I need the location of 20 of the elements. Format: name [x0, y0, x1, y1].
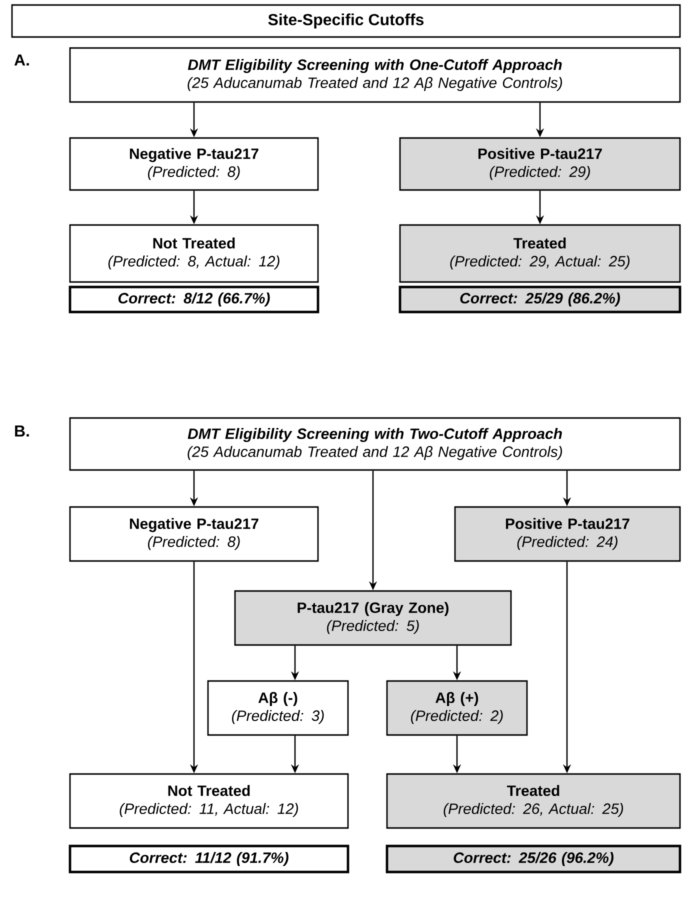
process-box: DMT Eligibility Screening with One-Cutoff Approach (25 Aducanumab Treated and 12 Aβ Negative Controls) [69, 47, 681, 103]
section-label: A. [14, 54, 29, 66]
process-box: Treated (Predicted: 29, Actual: 25) [399, 224, 681, 283]
process-box: Not Treated (Predicted: 11, Actual: 12) [69, 773, 349, 829]
process-box: Negative P-tau217 (Predicted: 8) [69, 137, 319, 191]
process-box: DMT Eligibility Screening with Two-Cutoff Approach (25 Aducanumab Treated and 12 Aβ Negative Controls) [69, 417, 681, 471]
process-box: Aβ (+) (Predicted: 2) [386, 680, 528, 736]
result-box: Correct: 25/26 (96.2%) [386, 844, 682, 874]
process-box: Not Treated (Predicted: 8, Actual: 12) [69, 224, 319, 283]
process-box: P-tau217 (Gray Zone) (Predicted: 5) [234, 590, 512, 646]
section-label: B. [15, 426, 29, 436]
title-box: Site-Specific Cutoffs [11, 4, 681, 38]
result-box: Correct: 11/12 (91.7%) [68, 844, 350, 874]
process-box: Positive P-tau217 (Predicted: 24) [454, 506, 681, 562]
process-box: Negative P-tau217 (Predicted: 8) [69, 506, 319, 562]
process-box: Positive P-tau217 (Predicted: 29) [399, 137, 681, 191]
result-box: Correct: 25/29 (86.2%) [398, 286, 682, 314]
process-box: Aβ (-) (Predicted: 3) [207, 680, 349, 736]
process-box: Treated (Predicted: 26, Actual: 25) [386, 773, 681, 829]
result-box: Correct: 8/12 (66.7%) [68, 286, 320, 314]
